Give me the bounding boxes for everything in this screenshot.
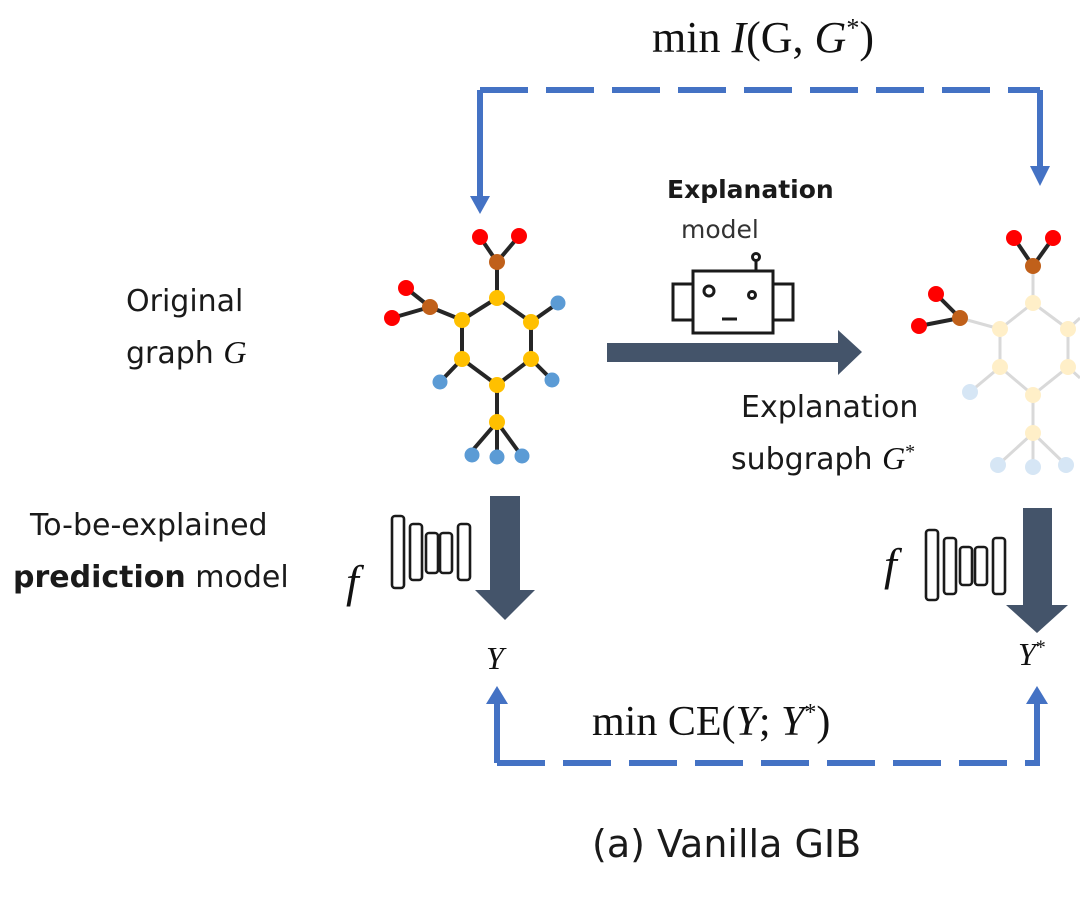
prediction-model-label-line2: prediction model bbox=[13, 560, 289, 595]
faded-node-carbon bbox=[1025, 425, 1041, 441]
node-oxygen bbox=[1006, 230, 1022, 246]
Y-symbol: Y bbox=[1018, 636, 1036, 672]
neural-network-icon-left bbox=[390, 514, 472, 590]
neural-network-icon-right bbox=[924, 528, 1007, 602]
star-superscript: * bbox=[804, 700, 817, 726]
node-oxygen bbox=[384, 310, 400, 326]
robot-head bbox=[691, 269, 775, 335]
arrow-head-into-Y-star bbox=[1026, 686, 1048, 704]
prediction-model-symbol-f: f bbox=[346, 556, 359, 607]
explanation-subgraph-label-line1: Explanation bbox=[741, 390, 919, 425]
explanation-subgraph-label-line2: subgraph G* bbox=[731, 440, 915, 477]
arrow-head-into-Y bbox=[486, 686, 508, 704]
node-hydrogen bbox=[550, 295, 566, 311]
node-hydrogen bbox=[514, 448, 530, 464]
prediction-word: prediction bbox=[13, 560, 186, 595]
separator: ; bbox=[758, 699, 771, 745]
Y-star-arg: Y bbox=[781, 699, 805, 745]
node-oxygen bbox=[398, 280, 414, 296]
output-Y: Y bbox=[486, 640, 504, 676]
star-superscript: * bbox=[846, 13, 860, 43]
node-carbon bbox=[523, 351, 539, 367]
node-nitrogen bbox=[952, 310, 968, 326]
figure-caption: (a) Vanilla GIB bbox=[592, 822, 862, 866]
subgraph-symbol-G: G bbox=[882, 440, 906, 476]
node-hydrogen bbox=[464, 447, 480, 463]
min-operator: min bbox=[652, 13, 721, 62]
min-operator: min bbox=[592, 699, 658, 745]
left-prediction-block-arrow bbox=[475, 496, 535, 620]
node-nitrogen bbox=[422, 299, 438, 315]
node-oxygen bbox=[511, 228, 527, 244]
arrow-head-into-original-graph bbox=[470, 196, 490, 214]
faded-node-hydrogen bbox=[1058, 457, 1074, 473]
faded-node-carbon bbox=[1025, 295, 1041, 311]
explanation-model-title: Explanation bbox=[667, 175, 834, 204]
star-superscript: * bbox=[905, 441, 916, 463]
robot-antenna-tip bbox=[751, 252, 761, 262]
explanation-subgraph bbox=[911, 230, 1080, 475]
robot-icon bbox=[671, 252, 795, 335]
star-superscript: * bbox=[1035, 636, 1046, 659]
faded-node-hydrogen bbox=[1025, 459, 1041, 475]
mutual-information-symbol: I bbox=[731, 13, 747, 62]
bottom-dashed-loop bbox=[494, 700, 1040, 766]
node-nitrogen bbox=[489, 254, 505, 270]
node-oxygen bbox=[928, 286, 944, 302]
explanation-model-subtitle: model bbox=[681, 215, 759, 244]
robot-left-eye bbox=[702, 284, 716, 298]
robot-left-ear bbox=[671, 282, 695, 322]
faded-node-carbon bbox=[1025, 387, 1041, 403]
subgraph-word: subgraph bbox=[731, 442, 873, 477]
explanation-block-arrow bbox=[607, 330, 862, 375]
top-dashed-loop bbox=[477, 87, 1043, 196]
node-carbon bbox=[454, 351, 470, 367]
faded-node-carbon bbox=[1060, 359, 1076, 375]
subgraph-nodes bbox=[911, 230, 1076, 475]
original-graph-label-line1: Original bbox=[126, 284, 244, 319]
graph-word: graph bbox=[126, 336, 214, 371]
prediction-model-label-line1: To-be-explained bbox=[30, 508, 268, 543]
robot-right-ear bbox=[771, 282, 795, 322]
model-word: model bbox=[195, 560, 289, 595]
original-graph bbox=[384, 228, 566, 465]
bottom-objective: min CE(Y; Y*) bbox=[592, 699, 831, 745]
node-oxygen bbox=[911, 318, 927, 334]
node-oxygen bbox=[472, 229, 488, 245]
node-oxygen bbox=[1045, 230, 1061, 246]
node-carbon bbox=[489, 290, 505, 306]
faded-node-carbon bbox=[992, 321, 1008, 337]
faded-node-carbon bbox=[992, 359, 1008, 375]
output-Y-star: Y* bbox=[1018, 636, 1046, 673]
node-nitrogen bbox=[1025, 258, 1041, 274]
node-hydrogen bbox=[544, 372, 560, 388]
faded-node-hydrogen bbox=[990, 457, 1006, 473]
Y-arg: Y bbox=[735, 699, 759, 745]
node-carbon bbox=[489, 377, 505, 393]
faded-node-carbon bbox=[1060, 321, 1076, 337]
subgraph-arg: G bbox=[814, 13, 847, 62]
right-prediction-block-arrow bbox=[1006, 508, 1068, 633]
original-graph-nodes bbox=[384, 228, 566, 465]
faded-node-hydrogen bbox=[962, 384, 978, 400]
node-hydrogen bbox=[489, 449, 505, 465]
arrow-head-into-subgraph bbox=[1030, 166, 1050, 186]
right-model-symbol-f: f bbox=[884, 539, 897, 590]
graph-symbol-G: G bbox=[223, 334, 247, 370]
cross-entropy-symbol: CE bbox=[667, 699, 722, 745]
robot-right-eye bbox=[747, 290, 757, 300]
original-graph-label-line2: graph G bbox=[126, 334, 246, 371]
top-objective: min I(G, G*) bbox=[652, 13, 874, 62]
node-hydrogen bbox=[432, 374, 448, 390]
node-carbon bbox=[454, 312, 470, 328]
node-carbon bbox=[489, 414, 505, 430]
node-carbon bbox=[523, 314, 539, 330]
graph-arg: G bbox=[760, 13, 793, 62]
original-graph-edges bbox=[391, 234, 560, 457]
